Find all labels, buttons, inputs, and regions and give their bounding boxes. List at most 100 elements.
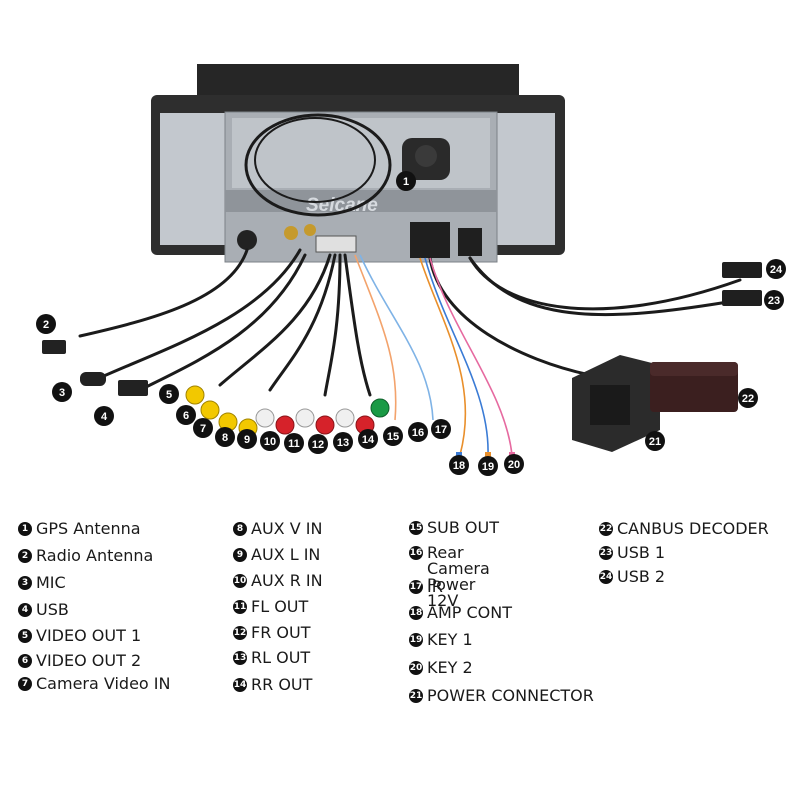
power-connector-face (590, 385, 630, 425)
rca-plug-aux-l (255, 408, 275, 428)
wire-blue (424, 257, 489, 456)
cable-rca-bundle-4 (343, 253, 372, 397)
gps-cable-coil (244, 113, 392, 217)
svg-text:22: 22 (742, 393, 754, 405)
svg-text:5: 5 (166, 389, 172, 401)
svg-text:15: 15 (387, 431, 399, 443)
svg-text:8: 8 (222, 432, 228, 444)
gps-antenna (244, 113, 450, 217)
callout-24: 24 (766, 259, 786, 279)
power-connector (572, 355, 738, 452)
rca-plug-fl (295, 408, 315, 428)
usb-port-plugs (722, 262, 762, 306)
gps-jack (284, 226, 298, 240)
svg-text:2: 2 (43, 319, 49, 331)
svg-text:19: 19 (482, 461, 494, 473)
callout-9: 9 (237, 429, 257, 449)
cable-rca-bundle-1 (218, 253, 332, 387)
svg-text:20: 20 (508, 459, 520, 471)
svg-text:24: 24 (770, 264, 783, 276)
cable-rca-bundle-3 (323, 253, 342, 397)
callout-3: 3 (52, 382, 72, 402)
callout-21: 21 (645, 431, 665, 451)
mic-plug (80, 372, 106, 386)
callout-10: 10 (260, 431, 280, 451)
svg-text:3: 3 (59, 387, 65, 399)
callout-23: 23 (764, 290, 784, 310)
svg-text:11: 11 (288, 438, 300, 450)
antenna-jack (237, 230, 257, 250)
callout-5: 5 (159, 384, 179, 404)
cable-harness (78, 248, 742, 397)
usb-1-plug (722, 290, 762, 306)
misc-connectors (42, 340, 148, 396)
radio-jack (304, 224, 316, 236)
rca-plug-video-out-1 (185, 385, 205, 405)
unit-chassis-shelf (225, 190, 497, 212)
radio-antenna-plug (42, 340, 66, 354)
svg-text:4: 4 (101, 411, 108, 423)
usb-2-plug (722, 262, 762, 278)
svg-text:21: 21 (649, 436, 661, 448)
cable-usb (138, 253, 307, 392)
rca-plug-rl (335, 408, 355, 428)
callout-12: 12 (308, 434, 328, 454)
svg-text:12: 12 (312, 439, 324, 451)
callout-16: 16 (408, 422, 428, 442)
canbus-decoder-top (650, 362, 738, 376)
callout-15: 15 (383, 426, 403, 446)
gps-module-dome (415, 145, 437, 167)
callout-1: 1 (396, 171, 416, 191)
cable-usb-ports-2 (468, 256, 742, 317)
callout-6: 6 (176, 405, 196, 425)
callouts: 1 2 3 4 5 6 7 8 9 10 11 12 13 14 15 16 1… (36, 171, 786, 476)
connector-block-mid (410, 222, 450, 258)
head-unit: Seicane (151, 64, 565, 263)
callout-11: 11 (284, 433, 304, 453)
brand-logo: Seicane (306, 195, 378, 216)
svg-text:9: 9 (244, 434, 250, 446)
svg-text:6: 6 (183, 410, 189, 422)
svg-text:23: 23 (768, 295, 780, 307)
callout-22: 22 (738, 388, 758, 408)
callout-14: 14 (358, 429, 378, 449)
callout-13: 13 (333, 432, 353, 452)
svg-text:7: 7 (200, 423, 206, 435)
svg-text:13: 13 (337, 437, 349, 449)
callout-8: 8 (215, 427, 235, 447)
cable-radio-antenna (78, 248, 249, 338)
svg-text:10: 10 (264, 436, 276, 448)
connector-block-right (458, 228, 482, 256)
rca-plug-aux-r (275, 415, 295, 435)
callout-7: 7 (193, 418, 213, 438)
signal-wires (354, 254, 513, 456)
usb-plug (118, 380, 148, 396)
wire-tip-key1 (485, 452, 491, 458)
svg-text:18: 18 (453, 460, 465, 472)
callout-4: 4 (94, 406, 114, 426)
rca-plug-sub (370, 398, 390, 418)
callout-20: 20 (504, 454, 524, 474)
